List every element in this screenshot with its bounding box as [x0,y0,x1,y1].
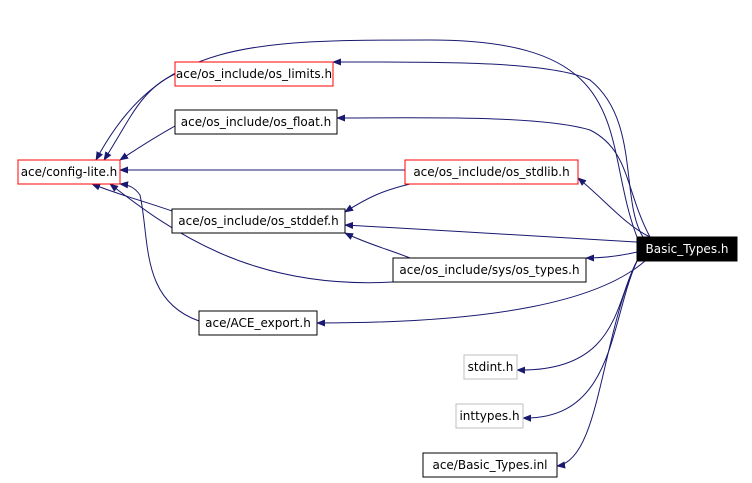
edges-layer [91,39,651,469]
node-config_lite_h[interactable]: ace/config-lite.h [17,159,121,185]
node-label: ace/os_include/sys/os_types.h [399,263,579,277]
node-box [392,257,587,283]
node-box [636,236,738,262]
node-os_float_h[interactable]: ace/os_include/os_float.h [174,109,338,135]
edge-basic_types_h-to-os_stdlib_h [577,177,651,238]
node-label: Basic_Types.h [645,242,728,256]
node-os_stddef_h[interactable]: ace/os_include/os_stddef.h [171,208,346,234]
edge-os_stdlib_h-to-os_stddef_h [344,183,411,213]
edge-os_limits_h-to-config_lite_h [103,73,176,161]
node-os_limits_h[interactable]: ace/os_include/os_limits.h [174,61,334,87]
node-basic_types_h[interactable]: Basic_Types.h [636,236,738,262]
node-box [422,452,558,478]
node-label: ace/os_include/os_float.h [181,115,331,129]
node-box [174,61,334,87]
node-box [463,354,518,380]
node-label: inttypes.h [459,409,519,423]
edge-basic_types_h-to-inttypes_h [522,260,638,422]
node-os_stdlib_h[interactable]: ace/os_include/os_stdlib.h [404,159,579,185]
edge-os_float_h-to-config_lite_h [119,125,176,161]
edge-sys_os_types_h-to-config_lite_h [109,183,394,284]
node-sys_os_types_h[interactable]: ace/os_include/sys/os_types.h [392,257,587,283]
nodes-layer: Basic_Types.h ace/os_include/os_limits.ha… [17,61,738,478]
node-label: stdint.h [468,360,514,374]
node-label: ace/os_include/os_stddef.h [178,214,338,228]
edge-basic_types_h-to-os_limits_h [332,58,644,238]
edge-basic_types_h-to-sys_os_types_h [585,251,638,262]
node-box [198,310,318,336]
edge-basic_types_h-to-ace_export_h [316,260,646,327]
node-label: ace/os_include/os_stdlib.h [413,165,569,179]
edge-basic_types_h-to-os_float_h [336,114,651,238]
node-box [404,159,579,185]
node-ace_export_h[interactable]: ace/ACE_export.h [198,310,318,336]
node-label: ace/Basic_Types.inl [432,458,547,472]
edge-sys_os_types_h-to-os_stddef_h [344,232,411,259]
node-label: ace/config-lite.h [21,165,118,179]
edge-basic_types_h-to-basic_types_inl [556,260,638,469]
edge-ace_export_h-to-config_lite_h [119,181,200,322]
edge-basic_types_h-to-os_stddef_h [344,221,638,243]
node-box [171,208,346,234]
node-box [455,403,524,429]
node-label: ace/os_include/os_limits.h [176,67,332,81]
node-basic_types_inl[interactable]: ace/Basic_Types.inl [422,452,558,478]
edge-os_stddef_h-to-config_lite_h [91,183,173,212]
node-inttypes_h[interactable]: inttypes.h [455,403,524,429]
node-stdint_h[interactable]: stdint.h [463,354,518,380]
node-box [17,159,121,185]
node-box [174,109,338,135]
node-label: ace/ACE_export.h [205,316,311,330]
